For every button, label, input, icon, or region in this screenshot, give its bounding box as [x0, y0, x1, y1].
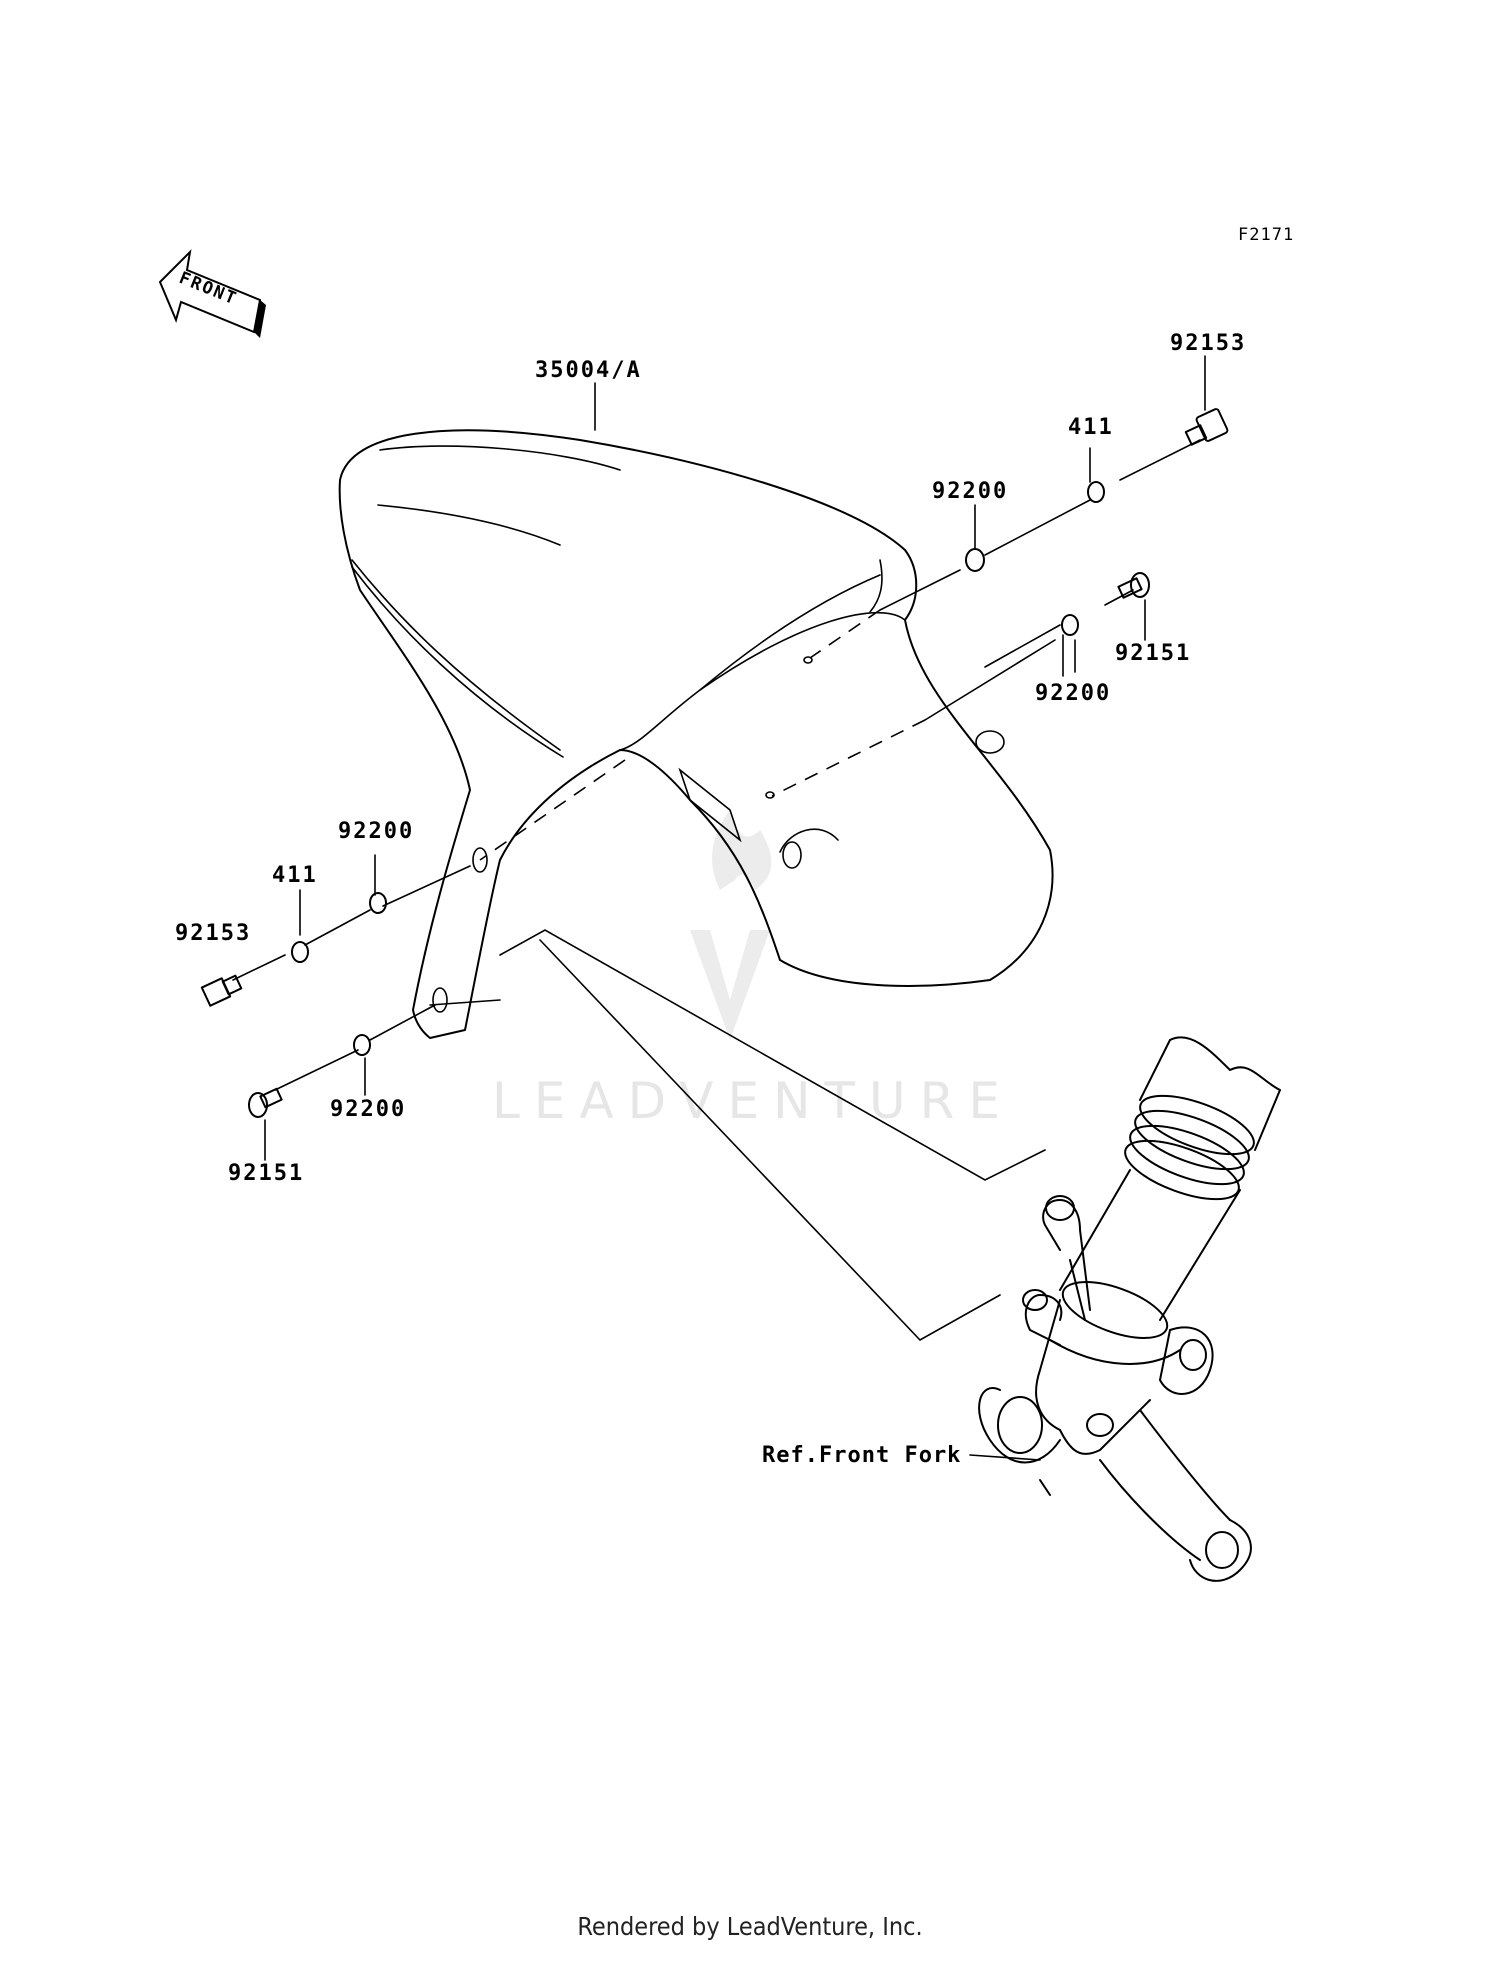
washer-icon — [965, 548, 985, 572]
figure-code: F2171 — [1238, 225, 1294, 245]
washer-icon — [291, 941, 309, 963]
cap-screw-icon — [1184, 408, 1229, 446]
front-fork — [978, 1036, 1281, 1582]
callout-fender: 35004/A — [535, 358, 642, 383]
callout-washer-92200-left-upper: 92200 — [338, 819, 414, 844]
leader-lines — [232, 355, 1206, 1461]
footer-credit: Rendered by LeadVenture, Inc. — [577, 1912, 923, 1941]
callout-washer-411-left: 411 — [272, 863, 318, 888]
hardware-left — [200, 892, 387, 1118]
flange-bolt-icon — [1117, 572, 1150, 599]
cap-screw-icon — [200, 974, 243, 1007]
hardware-right — [965, 408, 1229, 636]
washer-icon — [353, 1034, 371, 1056]
front-fender — [338, 429, 1054, 1039]
front-arrow-icon: FRONT — [158, 249, 266, 338]
callout-screw-left: 92153 — [175, 921, 251, 946]
callout-front-fork-ref: Ref.Front Fork — [762, 1443, 961, 1468]
callout-bolt-right: 92151 — [1115, 641, 1191, 666]
callout-screw-top-right: 92153 — [1170, 331, 1246, 356]
callout-bolt-left: 92151 — [228, 1161, 304, 1186]
washer-icon — [1087, 481, 1105, 503]
watermark-text: LEADVENTURE — [492, 1072, 1014, 1130]
callout-labels: 35004/A 92153 411 92200 92151 92200 9220… — [175, 331, 1246, 1468]
callout-washer-92200-upper-right: 92200 — [932, 479, 1008, 504]
callout-washer-411-right: 411 — [1068, 415, 1114, 440]
washer-icon — [369, 892, 387, 914]
callout-washer-92200-lower-right: 92200 — [1035, 681, 1111, 706]
washer-icon — [1061, 614, 1079, 636]
callout-washer-92200-left-lower: 92200 — [330, 1097, 406, 1122]
watermark: LEADVENTURE — [492, 810, 1014, 1130]
flange-bolt-icon — [248, 1087, 283, 1118]
